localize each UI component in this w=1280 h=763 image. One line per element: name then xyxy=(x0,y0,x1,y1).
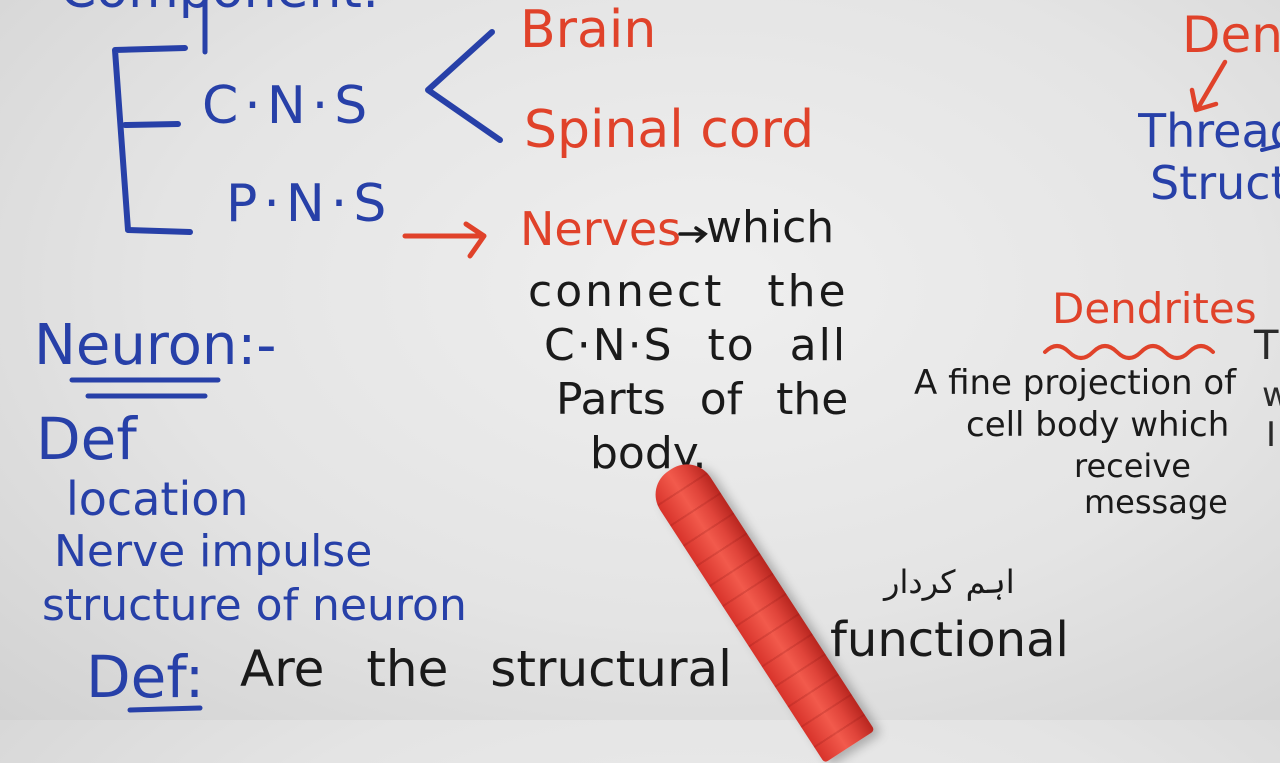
dendrites-line-4: message xyxy=(1084,483,1228,521)
list-location: location xyxy=(66,472,249,526)
whiteboard: Component: C·N·S P·N·S Neuron:- Def loca… xyxy=(0,0,1280,720)
list-structure: structure of neuron xyxy=(42,580,467,631)
marker-strokes xyxy=(69,0,1280,713)
label-brain: Brain xyxy=(520,0,657,60)
nerves-line-1: connect the xyxy=(528,266,849,317)
def-label: Def: xyxy=(86,643,205,711)
dendrites-top-cut: Dendr xyxy=(1182,10,1280,60)
label-cns: C·N·S xyxy=(202,76,374,136)
nerves-line-2: C·N·S to all xyxy=(544,320,848,371)
heading-neuron: Neuron:- xyxy=(34,313,277,378)
thread-text: Thread - xyxy=(1138,108,1280,154)
urdu-note: اہم کردار xyxy=(884,563,1015,601)
heading-dendrites: Dendrites xyxy=(1052,284,1257,333)
label-nerves: Nerves xyxy=(520,202,682,256)
def-text-functional: functional xyxy=(830,612,1069,668)
dendrites-line-1: A fine projection of xyxy=(914,363,1237,403)
edge-text-1: Th xyxy=(1254,323,1280,369)
heading-components-cut: Component: xyxy=(60,0,379,16)
label-pns: P·N·S xyxy=(226,174,393,234)
list-def: Def xyxy=(36,405,137,473)
dendrites-line-2: cell body which xyxy=(966,405,1230,445)
nerves-line-3: Parts of the xyxy=(556,374,849,425)
dendrites-line-3: receive xyxy=(1074,447,1191,485)
nerves-which: which xyxy=(706,202,835,253)
edge-text-3: I xyxy=(1266,415,1277,455)
list-nerve-impulse: Nerve impulse xyxy=(54,526,373,577)
def-text: Are the structural an xyxy=(240,640,837,698)
structure-cut-text: Structu xyxy=(1150,160,1280,206)
edge-text-2: w xyxy=(1262,375,1280,415)
label-spinal-cord: Spinal cord xyxy=(524,100,815,160)
